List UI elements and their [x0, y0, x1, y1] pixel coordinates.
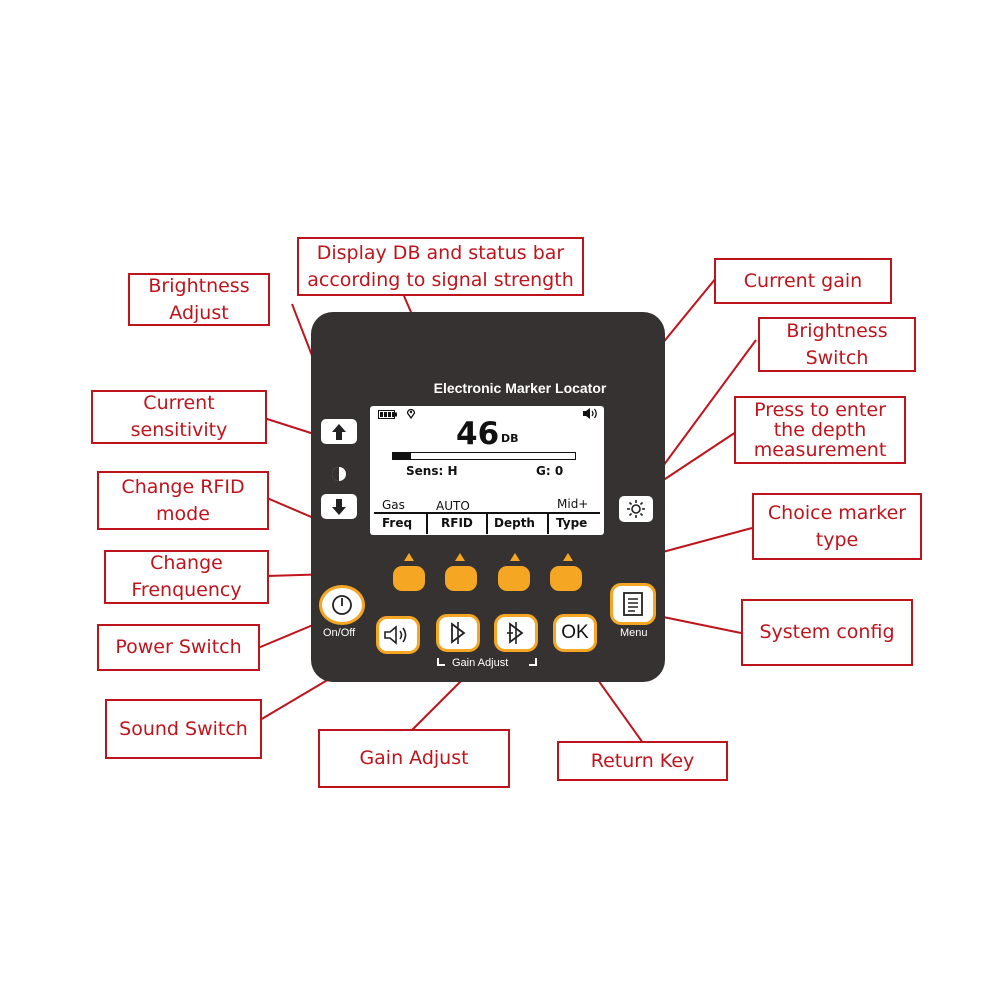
sensitivity-readout: Sens: H: [406, 464, 458, 478]
softkey-separator: [547, 514, 549, 534]
softkey-separator: [426, 514, 428, 534]
sound-switch-button[interactable]: [376, 616, 420, 654]
menu-label: Menu: [620, 627, 648, 639]
softkey-label-depth: Depth: [494, 516, 535, 530]
callout-change-frequency: Change Frenquency: [104, 550, 269, 604]
callout-system-config: System config: [741, 599, 913, 666]
location-pin-icon: [406, 408, 416, 419]
lcd-screen: 46 DB Sens: H G: 0 Gas AUTO Mid+ Freq RF…: [370, 406, 604, 535]
callout-return-key: Return Key: [557, 741, 728, 781]
power-label: On/Off: [323, 627, 356, 639]
softkey-indicator: [455, 553, 465, 561]
gain-bracket-left: [437, 658, 445, 666]
contrast-icon: [332, 467, 346, 481]
speaker-icon: [384, 625, 407, 645]
ok-button[interactable]: OK: [553, 614, 597, 652]
callout-gain-adjust: Gain Adjust: [318, 729, 510, 788]
callout-depth: Press to enter the depth measurement: [734, 396, 906, 464]
type-status: Mid+: [557, 497, 589, 511]
arrow-up-icon: [332, 423, 346, 440]
callout-rfid-mode: Change RFID mode: [97, 471, 269, 530]
menu-button[interactable]: [610, 583, 656, 625]
gain-up-icon: [507, 622, 524, 644]
gain-adjust-label: Gain Adjust: [452, 657, 509, 669]
gain-down-button[interactable]: [436, 614, 480, 652]
softkey-indicator: [563, 553, 573, 561]
callout-display-db: Display DB and status bar according to s…: [297, 237, 584, 296]
document-icon: [623, 592, 643, 616]
db-value: 46: [456, 416, 500, 452]
softkey-label-freq: Freq: [382, 516, 413, 530]
sun-icon: [627, 500, 645, 518]
speaker-icon: [583, 408, 597, 419]
power-button[interactable]: [319, 585, 365, 625]
callout-current-sensitivity: Current sensitivity: [91, 390, 267, 444]
softkey-label-type: Type: [556, 516, 588, 530]
device-title: Electronic Marker Locator: [433, 380, 607, 396]
db-unit: DB: [501, 432, 519, 445]
gain-bracket-right: [529, 658, 537, 666]
power-icon: [332, 595, 352, 615]
callout-sound-switch: Sound Switch: [105, 699, 262, 759]
gain-down-icon: [451, 622, 466, 644]
callout-power-switch: Power Switch: [97, 624, 260, 671]
gain-readout: G: 0: [536, 464, 564, 478]
softkey-divider: [374, 512, 600, 514]
softkey-depth-button[interactable]: [498, 566, 530, 591]
brightness-up-button[interactable]: [321, 419, 357, 444]
softkey-rfid-button[interactable]: [445, 566, 477, 591]
softkey-type-button[interactable]: [550, 566, 582, 591]
softkey-label-rfid: RFID: [441, 516, 473, 530]
callout-brightness-switch: Brightness Switch: [758, 317, 916, 372]
signal-strength-fill: [393, 453, 412, 459]
softkey-separator: [486, 514, 488, 534]
gain-up-button[interactable]: [494, 614, 538, 652]
softkey-indicator: [404, 553, 414, 561]
softkey-indicator: [510, 553, 520, 561]
rfid-status: AUTO: [436, 499, 470, 513]
brightness-down-button[interactable]: [321, 494, 357, 519]
softkey-freq-button[interactable]: [393, 566, 425, 591]
brightness-switch-button[interactable]: [619, 496, 653, 522]
battery-icon: [378, 410, 397, 419]
freq-status: Gas: [382, 498, 405, 512]
callout-marker-type: Choice marker type: [752, 493, 922, 560]
signal-strength-bar: [392, 452, 576, 460]
callout-current-gain: Current gain: [714, 258, 892, 304]
callout-brightness-adjust: Brightness Adjust: [128, 273, 270, 326]
arrow-down-icon: [332, 498, 346, 515]
